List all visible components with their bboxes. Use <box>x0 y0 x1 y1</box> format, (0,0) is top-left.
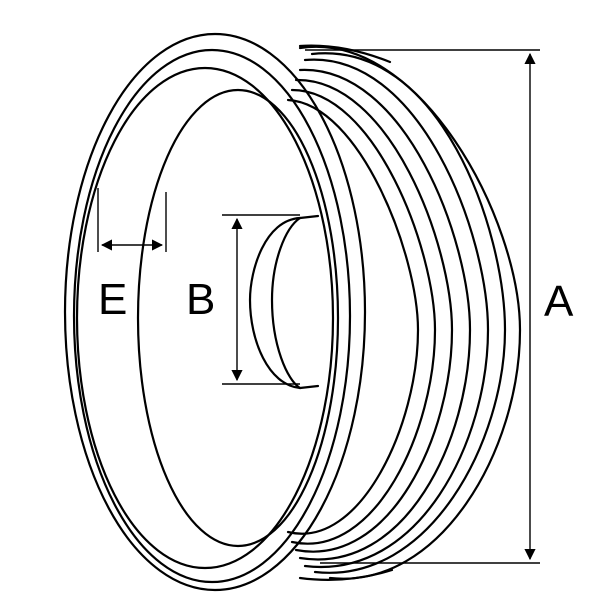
pulley-hub <box>248 214 320 390</box>
dimension-e: E <box>97 188 167 324</box>
dimension-a: A <box>305 49 574 564</box>
inner-rim-outer-edge <box>75 66 335 570</box>
dimension-b-label: B <box>186 275 215 324</box>
inner-rim-inner-edge <box>136 88 340 548</box>
dimension-b: B <box>186 214 300 385</box>
dimension-e-label: E <box>98 275 127 324</box>
pulley-grooves <box>286 44 522 582</box>
dimension-a-label: A <box>544 277 574 326</box>
pulley-front-face <box>63 32 367 592</box>
